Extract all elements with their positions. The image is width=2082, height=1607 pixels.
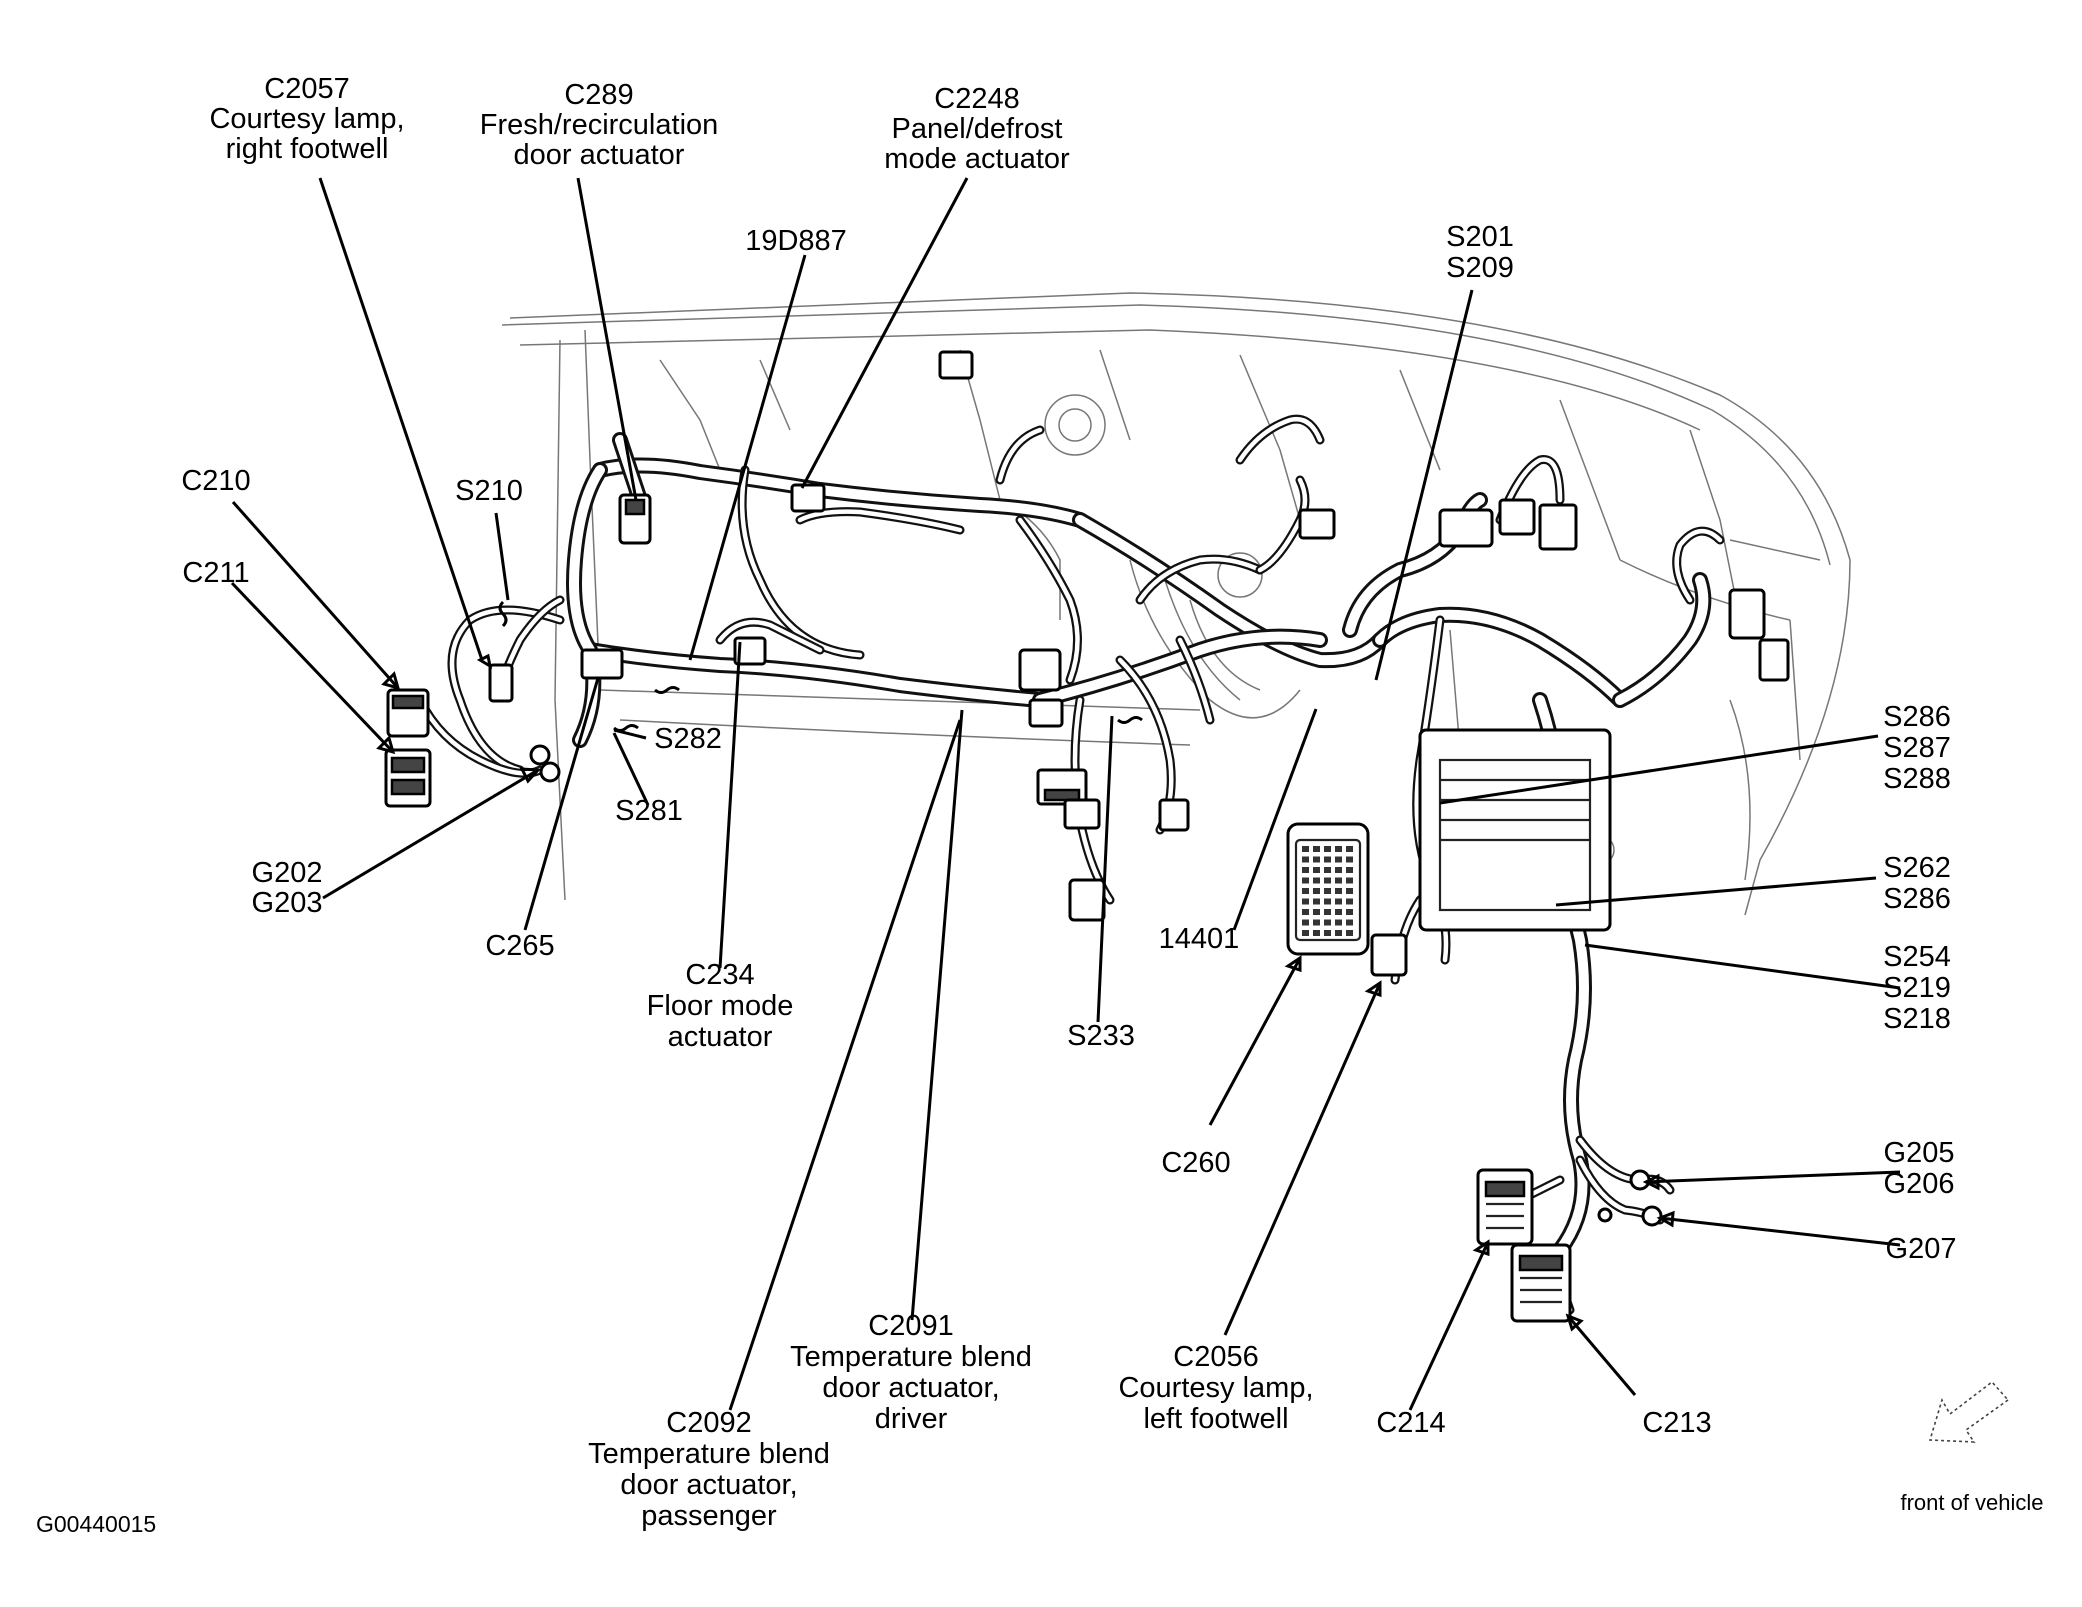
- label-s281: S281: [615, 795, 683, 827]
- connector-pin: [1313, 877, 1320, 884]
- connector-pin: [1346, 898, 1353, 905]
- connector-pin: [1313, 930, 1320, 936]
- connector-pin: [1324, 919, 1331, 926]
- connector-pin: [1346, 930, 1353, 936]
- connector-pin: [1324, 909, 1331, 915]
- connector-pin: [1335, 846, 1342, 852]
- connector-pin: [1324, 877, 1331, 884]
- connector-pin: [1302, 888, 1309, 894]
- connector-pin: [1335, 877, 1342, 884]
- c260-connector: [1286, 822, 1370, 956]
- label-c210: C210: [181, 465, 250, 497]
- connector-pin: [1313, 856, 1320, 863]
- front-of-vehicle-label: front of vehicle: [1900, 1490, 2043, 1515]
- connector-pin: [1324, 846, 1331, 852]
- connector-bodies: [384, 350, 1790, 1323]
- connector-pin: [1346, 846, 1353, 852]
- connector-pin: [1324, 930, 1331, 936]
- connector-pin: [1324, 888, 1331, 894]
- label-c265: C265: [485, 930, 554, 962]
- label-s210: S210: [455, 475, 523, 507]
- label-19d887: 19D887: [745, 225, 847, 257]
- connector-pin: [1302, 909, 1309, 915]
- connector-pin: [1302, 919, 1309, 926]
- connector-pin: [1346, 888, 1353, 894]
- connector-pin: [1346, 877, 1353, 884]
- connector-pin: [1324, 898, 1331, 905]
- connector-pin: [1313, 919, 1320, 926]
- label-c211: C211: [182, 557, 249, 589]
- connector-pin: [1335, 867, 1342, 873]
- connector-pin: [1346, 919, 1353, 926]
- front-arrow-icon: [1928, 1380, 2010, 1443]
- connector-pin: [1346, 909, 1353, 915]
- connector-pin: [1313, 898, 1320, 905]
- connector-pin: [1335, 930, 1342, 936]
- connector-pin: [1346, 856, 1353, 863]
- leader-lines: [230, 177, 1901, 1411]
- connector-pin: [1313, 888, 1320, 894]
- connector-pin: [1302, 930, 1309, 936]
- connector-pin: [1313, 909, 1320, 915]
- label-c260: C260: [1161, 1147, 1230, 1179]
- connector-pin: [1335, 909, 1342, 915]
- connector-pin: [1335, 919, 1342, 926]
- label-s282: S282: [654, 723, 722, 755]
- label-c213: C213: [1642, 1407, 1711, 1439]
- connector-pin: [1302, 877, 1309, 884]
- connector-pin: [1302, 846, 1309, 852]
- connector-pin: [1302, 867, 1309, 873]
- label-c214: C214: [1376, 1407, 1445, 1439]
- figure-code: G00440015: [36, 1511, 156, 1537]
- connector-pin: [1324, 856, 1331, 863]
- connector-pin: [1324, 867, 1331, 873]
- label-14401: 14401: [1159, 923, 1240, 955]
- connector-pin: [1335, 856, 1342, 863]
- instrument-panel-outline: [501, 292, 1851, 916]
- connector-pin: [1313, 867, 1320, 873]
- connector-pin: [1302, 856, 1309, 863]
- connector-pin: [1313, 846, 1320, 852]
- connector-pin: [1335, 898, 1342, 905]
- label-g207: G207: [1886, 1233, 1957, 1265]
- label-s233: S233: [1067, 1020, 1135, 1052]
- connector-pin: [1335, 888, 1342, 894]
- connector-pin: [1302, 898, 1309, 905]
- connector-pin: [1346, 867, 1353, 873]
